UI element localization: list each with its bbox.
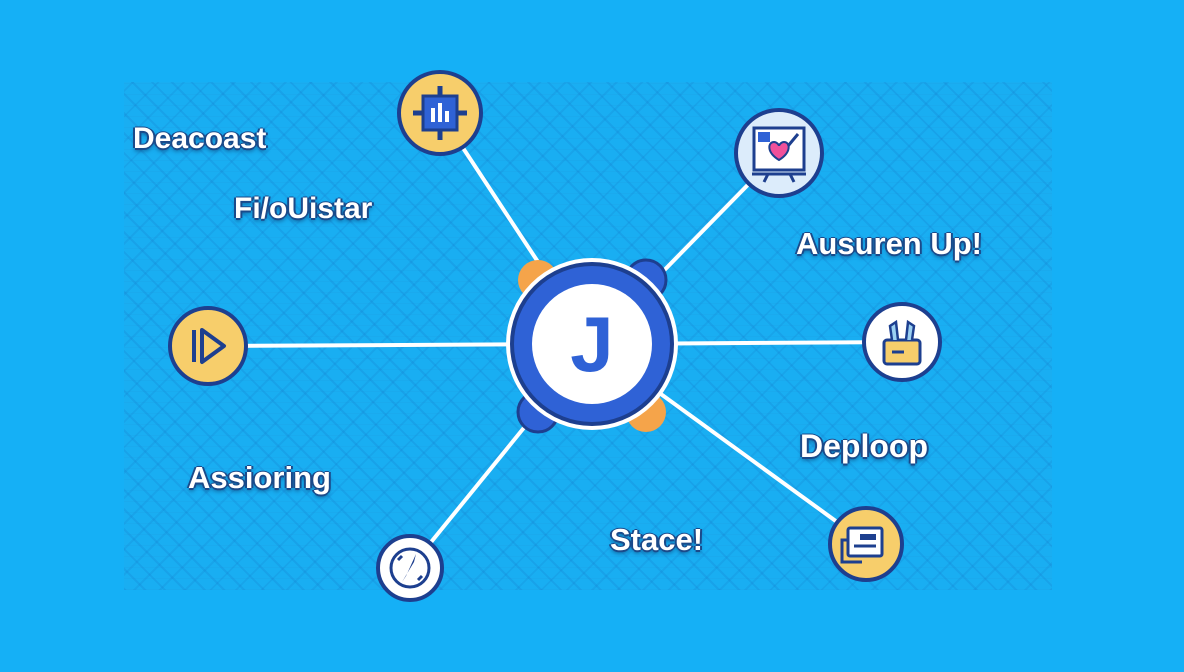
play-arrow-icon	[192, 328, 226, 364]
label-assioring: Assioring	[188, 460, 331, 495]
label-stace: Stace!	[610, 522, 704, 557]
node-top[interactable]	[397, 70, 483, 156]
node-right[interactable]	[862, 302, 942, 382]
hub-emblem-icon	[506, 258, 678, 434]
node-bottom-left[interactable]	[376, 534, 444, 602]
label-fi-ouistar: Fi/oUistar	[234, 192, 373, 225]
label-deacoast: Deacoast	[133, 122, 267, 155]
compass-icon	[389, 547, 431, 589]
node-left[interactable]	[168, 306, 248, 386]
chart-icon	[413, 86, 467, 140]
label-deploop: Deploop	[800, 428, 928, 464]
node-top-right[interactable]	[734, 108, 824, 198]
document-card-icon	[840, 526, 884, 564]
presentation-heart-icon	[752, 126, 806, 183]
node-bottom-right[interactable]	[828, 506, 904, 582]
central-hub[interactable]: J	[500, 252, 684, 436]
hub-letter: J	[570, 300, 614, 388]
label-ausuren-up: Ausuren Up!	[796, 226, 982, 261]
plug-box-icon	[882, 319, 922, 366]
